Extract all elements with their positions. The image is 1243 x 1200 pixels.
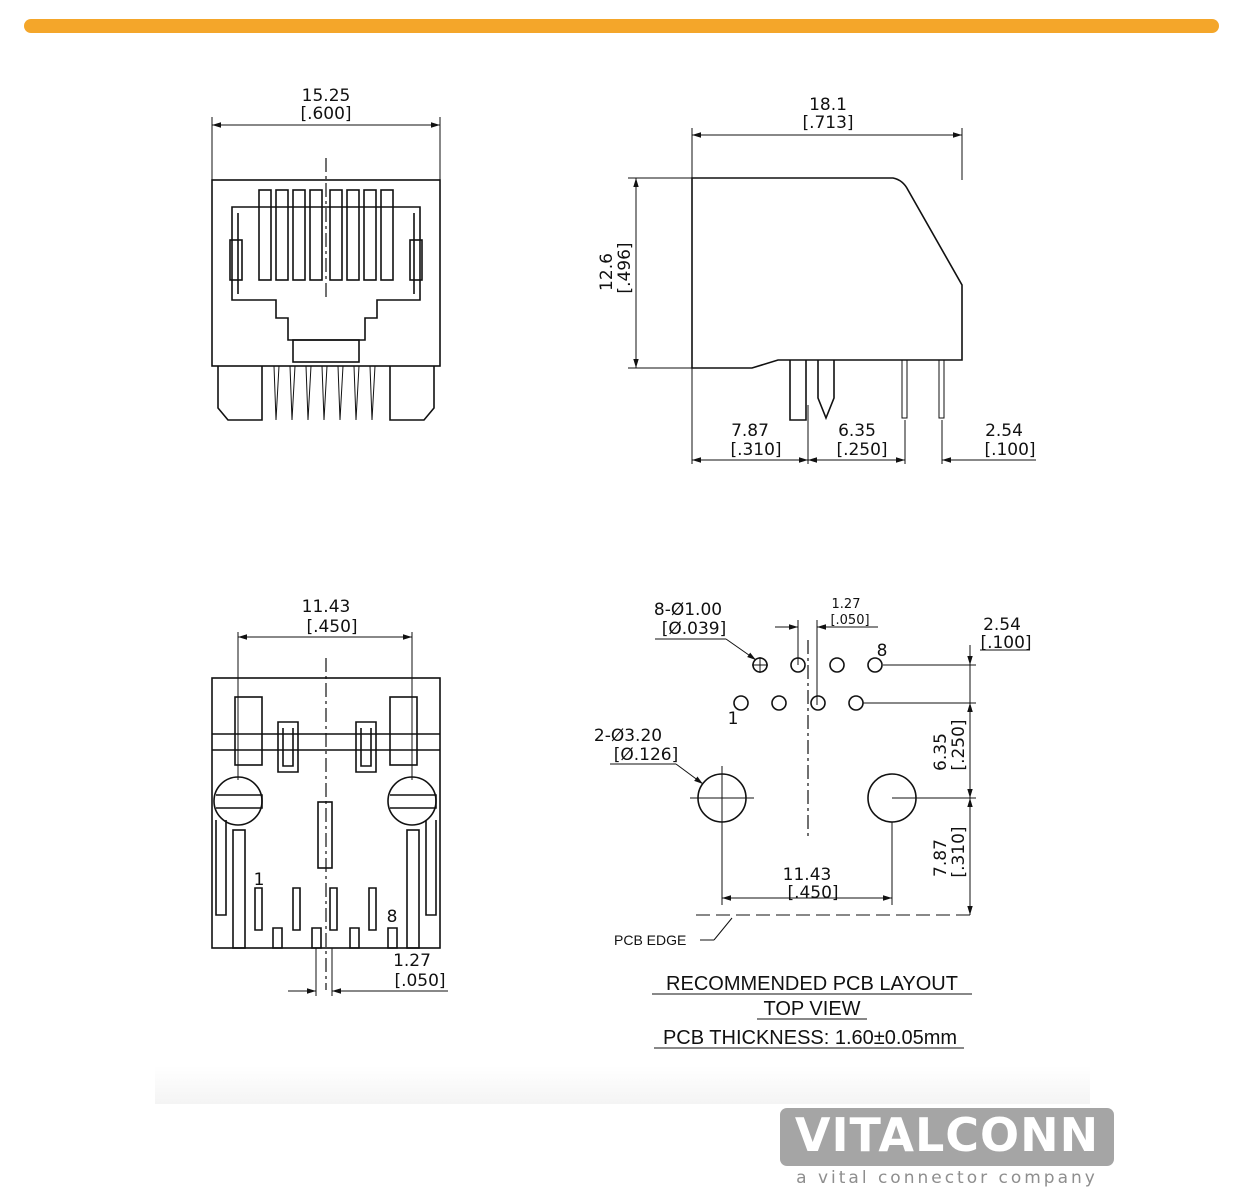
pcb-posts-note: 2-Ø3.20 [594,726,662,746]
port-opening [231,206,421,341]
pcb-dim-635-mm: 6.35 [931,733,951,771]
side-d3-mm: 2.54 [985,421,1023,441]
post-left [217,366,263,421]
led-pad-right [389,696,418,766]
bottom-view: 11.43 [.450] 1 8 [211,597,448,996]
pcb-pitch-mm: 1.27 [832,597,861,612]
pcb-caption-line1: RECOMMENDED PCB LAYOUT [666,973,958,995]
pcb-pitch-in: [.050] [830,613,869,628]
led-pad-left [234,696,263,766]
side-post [789,360,807,421]
pcb-caption-line2: TOP VIEW [763,998,860,1020]
pcb-posts-note-in: [Ø.126] [614,745,679,765]
pcb-post-span-in: [.450] [787,883,838,903]
side-length-mm: 18.1 [809,95,847,115]
bottom-pin8-label: 8 [387,907,398,927]
pcb-dim-635-in: [.250] [949,719,969,770]
front-width-mm: 15.25 [302,86,351,106]
pcb-pin8-label: 8 [877,641,888,661]
side-d2-mm: 6.35 [838,421,876,441]
pcb-edge-label: PCB EDGE [614,932,686,948]
front-pins [273,365,376,421]
post-circle-left [213,776,263,826]
logo [780,1108,1114,1166]
logo-tagline: a vital connector company [796,1168,1098,1188]
side-d1-in: [.310] [730,440,781,460]
side-height-mm: 12.6 [597,253,617,291]
front-width-in: [.600] [300,104,351,124]
bottom-pitch-mm: 1.27 [393,951,431,971]
pcb-dim-787-in: [.310] [949,826,969,877]
pcb-caption-line3: PCB THICKNESS: 1.60±0.05mm [663,1027,957,1049]
side-height-in: [.496] [615,242,635,293]
side-barb [817,360,835,421]
contact-fingers [258,189,394,281]
pcb-row-offset-mm: 2.54 [983,615,1021,635]
pcb-hole-row-bottom [733,695,864,711]
pcb-row-offset-in: [.100] [980,633,1031,653]
pcb-post-span-mm: 11.43 [783,865,832,885]
center-slot [317,801,333,869]
pcb-holes-note-in: [Ø.039] [662,619,727,639]
pcb-pin1-label: 1 [728,709,739,729]
side-d3-in: [.100] [984,440,1035,460]
latch-notch-left [229,239,243,281]
logo-wordmark: VITALCONN [794,1108,1100,1162]
side-length-in: [.713] [802,113,853,133]
bottom-pin1-label: 1 [254,870,265,890]
bottom-span-mm: 11.43 [302,597,351,617]
bottom-fade [155,1066,1090,1104]
post-right [389,366,435,421]
side-d1-mm: 7.87 [731,421,769,441]
post-circle-right [387,776,437,826]
pcb-dim-787-mm: 7.87 [931,839,951,877]
side-body-outline [691,177,963,369]
pcb-layout: 8-Ø1.00 [Ø.039] 1.27 [.050] 8 1 [594,597,1032,1049]
jack-body-outline [211,179,441,367]
pcb-hole-row-top [752,657,883,673]
bottom-span-in: [.450] [306,617,357,637]
accent-bar [24,19,1219,33]
front-view: 15.25 [.600] [211,86,441,421]
key-slot [292,339,360,363]
latch-notch-right [409,239,423,281]
pcb-holes-note: 8-Ø1.00 [654,600,722,620]
side-view: 18.1 [.713] 12.6 [.496] 7.87 [.310] 6.35… [597,95,1036,464]
bottom-pitch-in: [.050] [394,971,445,991]
bottom-pins [254,887,398,949]
side-d2-in: [.250] [836,440,887,460]
